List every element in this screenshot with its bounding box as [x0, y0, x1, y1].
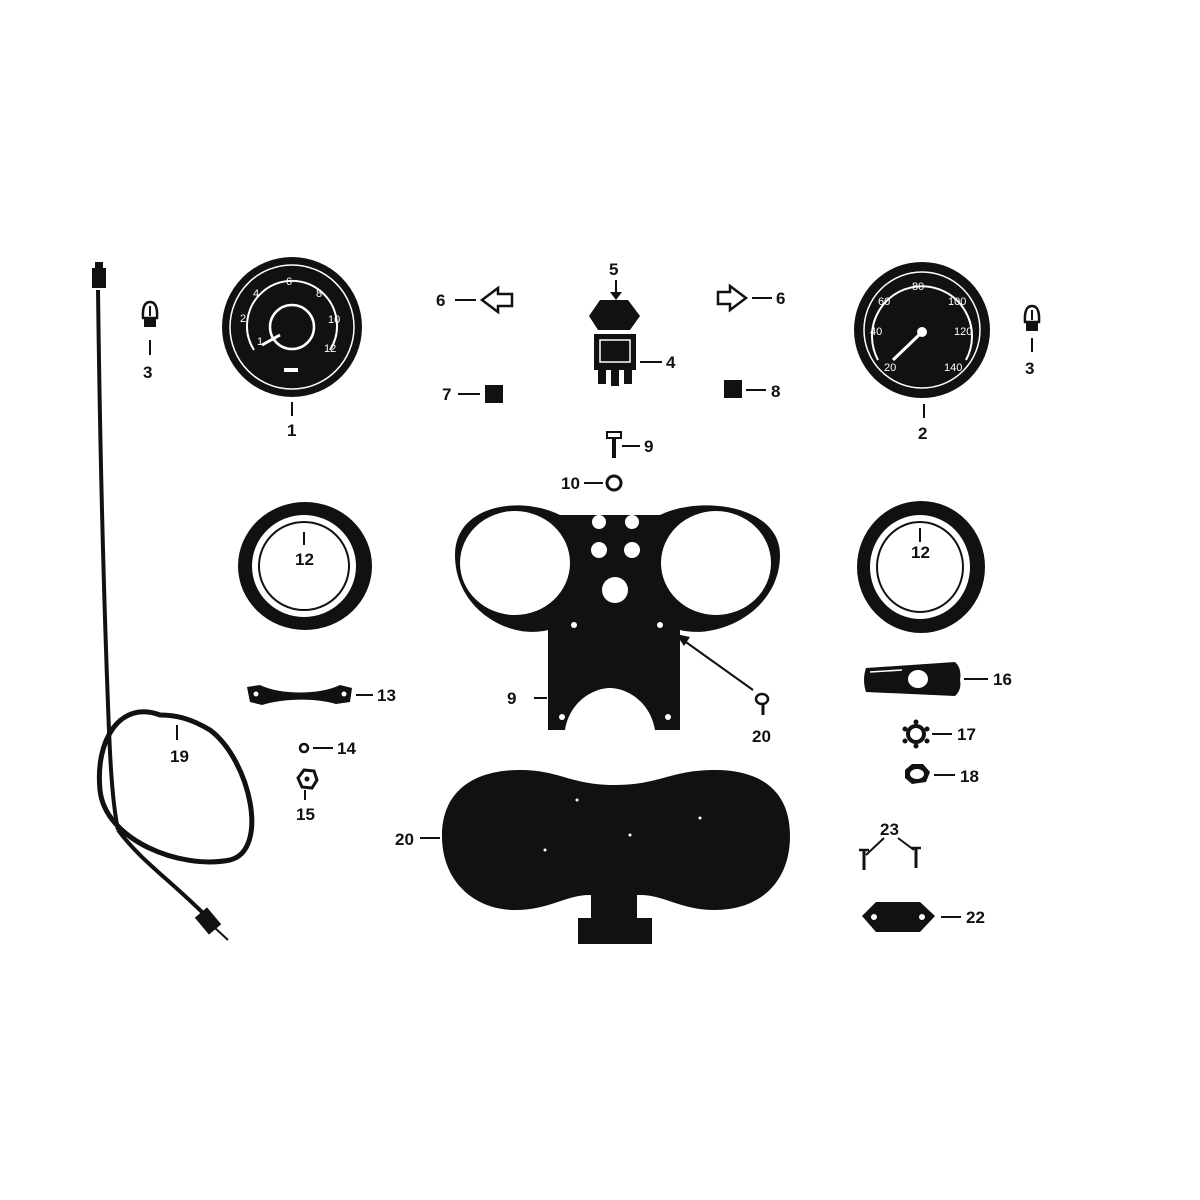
callout-18: 18 — [960, 767, 979, 786]
callout-15: 15 — [296, 805, 315, 824]
mounting-bracket — [247, 685, 352, 705]
bulb-left — [141, 300, 159, 327]
callout-16: 16 — [993, 670, 1012, 689]
screw — [606, 431, 622, 458]
tach-mark-6: 6 — [286, 276, 292, 288]
bezel-ring-right — [857, 501, 985, 633]
speedo-mark-140: 140 — [944, 362, 962, 374]
speedo-mark-80: 80 — [912, 281, 924, 293]
lens-square-right — [724, 380, 742, 398]
tachometer-gauge: 1 2 4 6 8 10 12 — [222, 257, 362, 397]
callout-12-left: 12 — [295, 550, 314, 569]
lens-square-left — [485, 385, 503, 403]
instrument-cover-plate — [442, 770, 790, 944]
tach-mark-2: 2 — [240, 313, 246, 325]
star-washer — [902, 719, 930, 749]
callout-20: 20 — [395, 830, 414, 849]
callout-14: 14 — [337, 739, 356, 758]
bezel-ring-left — [238, 502, 372, 630]
tach-mark-10: 10 — [328, 314, 340, 326]
tach-mark-12: 12 — [324, 343, 336, 355]
callout-4: 4 — [666, 353, 676, 372]
callout-6-left: 6 — [436, 291, 445, 310]
speedometer-gauge: 20 40 60 80 100 120 140 — [854, 262, 990, 398]
callout-8: 8 — [771, 382, 780, 401]
callout-7: 7 — [442, 385, 451, 404]
callout-19: 19 — [170, 747, 189, 766]
callout-23: 23 — [880, 820, 899, 839]
callout-3-left: 3 — [143, 363, 152, 382]
bulb-right — [1023, 304, 1041, 331]
callout-5: 5 — [609, 260, 618, 279]
speedometer-cable — [92, 262, 255, 941]
tach-mark-8: 8 — [316, 288, 322, 300]
speedo-mark-60: 60 — [878, 296, 890, 308]
speedo-mark-100: 100 — [948, 296, 966, 308]
tach-mark-1: 1 — [257, 336, 263, 348]
callout-11: 9 — [507, 689, 516, 708]
grille-clamp — [864, 662, 961, 696]
callout-3-right: 3 — [1025, 359, 1034, 378]
speedo-mark-20: 20 — [884, 362, 896, 374]
callout-6-right: 6 — [776, 289, 785, 308]
switch-cap — [589, 300, 640, 330]
nut — [605, 474, 623, 492]
callout-17: 17 — [957, 725, 976, 744]
rivet-pins — [859, 837, 921, 870]
switch-body — [594, 334, 636, 386]
mounting-screw — [676, 634, 770, 715]
dashboard-panel — [455, 505, 780, 730]
callout-21: 20 — [752, 727, 771, 746]
callout-22: 22 — [966, 908, 985, 927]
retaining-plate — [862, 902, 935, 932]
speedo-mark-120: 120 — [954, 326, 972, 338]
callout-9: 9 — [644, 437, 653, 456]
indicator-arrow-right-icon — [716, 283, 749, 313]
indicator-arrow-left-icon — [479, 285, 514, 315]
tach-mark-4: 4 — [253, 288, 259, 300]
callout-2: 2 — [918, 424, 927, 443]
callout-10: 10 — [561, 474, 580, 493]
callout-1: 1 — [287, 421, 296, 440]
callout-13: 13 — [377, 686, 396, 705]
callout-12-right: 12 — [911, 543, 930, 562]
speedo-mark-40: 40 — [870, 326, 882, 338]
washer — [298, 742, 310, 754]
